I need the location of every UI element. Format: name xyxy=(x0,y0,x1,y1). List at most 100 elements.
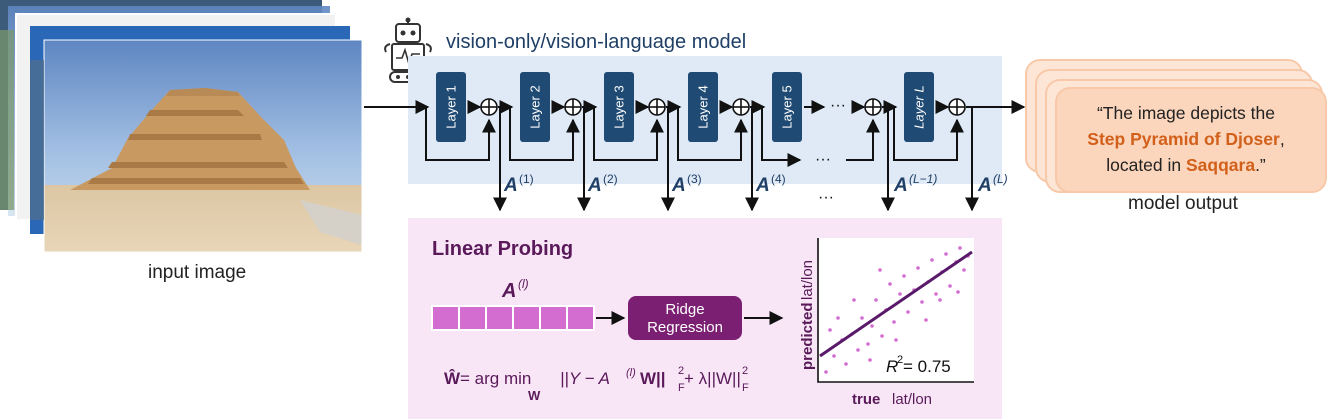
activation-labels: A (1) A (2) A (3) A (4) A (L−1) A (L) xyxy=(503,172,1008,196)
scatter-point xyxy=(916,266,920,270)
formula-w-hat: Ŵ xyxy=(444,369,461,388)
ridge-regression-box: Ridge Regression xyxy=(628,296,742,340)
scatter-point xyxy=(870,324,874,328)
r2-label: R xyxy=(886,357,898,376)
scatter-point xyxy=(944,252,948,256)
scatter-point xyxy=(828,328,832,332)
layer-label: Layer 3 xyxy=(612,85,627,128)
add-node xyxy=(948,98,966,116)
main-flow xyxy=(364,100,1026,212)
formula-min-sub: W xyxy=(528,388,541,403)
formula-body2: W|| xyxy=(640,369,666,388)
ellipsis-activations: ··· xyxy=(818,189,834,206)
activation-sup: (2) xyxy=(603,172,618,186)
ellipsis-skip: ··· xyxy=(815,151,831,168)
scatter-point xyxy=(956,290,960,294)
formula-f2-sup: 2 xyxy=(742,365,748,377)
scatter-point xyxy=(860,316,864,320)
scatter-point xyxy=(920,300,924,304)
scatter-point xyxy=(892,320,896,324)
ridge-label-line2: Regression xyxy=(647,319,723,336)
layer-label: Layer L xyxy=(912,85,927,128)
layer-box-L: Layer L xyxy=(904,72,934,142)
r2-value: = 0.75 xyxy=(903,357,951,376)
model-output-quote: “The image depicts the Step Pyramid of D… xyxy=(1066,100,1306,178)
scatter-point xyxy=(898,292,902,296)
scatter-point xyxy=(856,348,860,352)
quote-line2-pre: located in xyxy=(1106,155,1186,175)
scatter-point xyxy=(962,268,966,272)
scatter-point xyxy=(844,362,848,366)
ellipsis-main: ··· xyxy=(830,97,846,114)
formula-eq: = arg min xyxy=(460,369,531,388)
linear-probing-title: Linear Probing xyxy=(432,238,574,260)
quote-comma: , xyxy=(1279,129,1285,149)
quote-line2-post: .” xyxy=(1255,155,1266,175)
scatter-point xyxy=(924,318,928,322)
residual-add-nodes xyxy=(480,98,966,116)
scatter-point xyxy=(824,370,828,374)
layer-label: Layer 2 xyxy=(528,85,543,128)
ridge-label-line1: Ridge xyxy=(665,301,704,318)
input-image-stack xyxy=(0,0,363,253)
scatter-point xyxy=(878,268,882,272)
activation-label: A xyxy=(893,175,908,196)
layer-box-5: Layer 5 xyxy=(772,72,802,142)
activation-sup: (4) xyxy=(771,172,786,186)
probe-activation-sup: (l) xyxy=(518,277,529,291)
layer-box-1: Layer 1 xyxy=(436,72,466,142)
layer-boxes: Layer 1 Layer 2 Layer 3 Layer 4 Layer 5 … xyxy=(436,72,934,142)
quote-line1: “The image depicts the xyxy=(1096,103,1275,123)
formula-body-sup: (l) xyxy=(626,367,636,379)
quote-highlight-pyramid: Step Pyramid of Djoser xyxy=(1087,129,1280,149)
x-label-bold: true xyxy=(852,391,880,408)
scatter-point xyxy=(874,298,878,302)
scatter-plot: R 2 = 0.75 true lat/lon predicted lat/lo… xyxy=(799,238,974,408)
activation-sup: (L−1) xyxy=(909,172,937,186)
y-label-rest: lat/lon xyxy=(799,260,816,300)
add-node xyxy=(864,98,882,116)
y-label-bold: predicted xyxy=(799,302,816,370)
scatter-point xyxy=(894,338,898,342)
input-image-caption: input image xyxy=(148,262,247,283)
r2-sup: 2 xyxy=(897,354,903,366)
regression-fit-line xyxy=(819,250,973,358)
layer-label: Layer 1 xyxy=(444,85,459,128)
ridge-formula: Ŵ = arg min W ||Y − A (l) W|| 2 F + λ||… xyxy=(444,365,749,403)
scatter-point xyxy=(958,246,962,250)
quote-highlight-saqqara: Saqqara xyxy=(1186,155,1256,175)
scatter-point xyxy=(906,310,910,314)
layer-label: Layer 4 xyxy=(696,85,711,128)
formula-body: ||Y − A xyxy=(560,369,610,388)
add-node xyxy=(732,98,750,116)
formula-f1-sup: 2 xyxy=(678,365,684,377)
scatter-point xyxy=(902,274,906,278)
formula-f2-sub: F xyxy=(742,382,749,394)
add-node xyxy=(648,98,666,116)
activation-sup: (1) xyxy=(519,172,534,186)
pyramid-photo xyxy=(43,39,363,253)
scatter-point xyxy=(852,298,856,302)
scatter-point xyxy=(832,354,836,358)
model-title: vision-only/vision-language model xyxy=(446,31,747,53)
layer-box-3: Layer 3 xyxy=(604,72,634,142)
scatter-point xyxy=(866,342,870,346)
formula-f1-sub: F xyxy=(678,382,685,394)
scatter-point xyxy=(868,358,872,362)
scatter-point xyxy=(948,284,952,288)
scatter-point xyxy=(880,334,884,338)
activation-label: A xyxy=(503,175,518,196)
activation-label: A xyxy=(671,175,686,196)
activation-label: A xyxy=(977,175,992,196)
probe-activation: A (l) xyxy=(501,277,529,302)
activation-label: A xyxy=(755,175,770,196)
layer-box-2: Layer 2 xyxy=(520,72,550,142)
add-node xyxy=(480,98,498,116)
scatter-point xyxy=(930,258,934,262)
model-output-caption: model output xyxy=(1128,193,1238,214)
activation-sup: (L) xyxy=(993,172,1008,186)
scatter-point xyxy=(934,292,938,296)
activation-label: A xyxy=(587,175,602,196)
layer-box-4: Layer 4 xyxy=(688,72,718,142)
activation-vector xyxy=(431,305,595,331)
